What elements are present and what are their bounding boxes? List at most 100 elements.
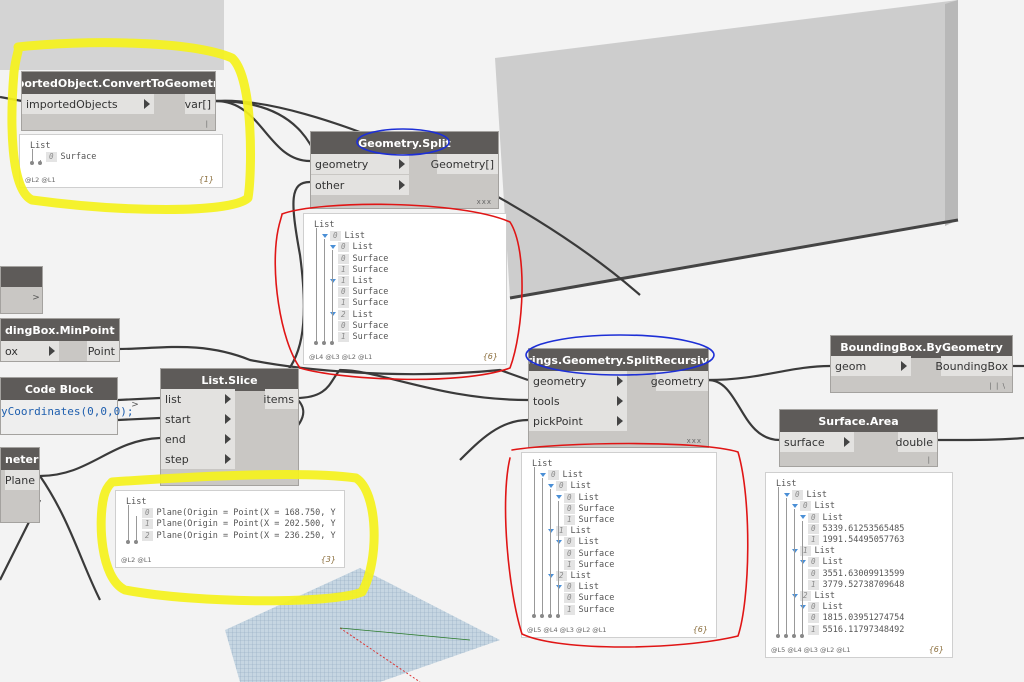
input-port-tools[interactable]: tools	[529, 391, 627, 411]
lacing-indicator: xxx	[686, 437, 702, 445]
item-index: 0	[330, 231, 341, 242]
expand-caret-icon[interactable]	[800, 604, 806, 609]
expand-caret-icon[interactable]	[330, 244, 336, 249]
expand-caret-icon[interactable]	[556, 584, 562, 589]
item-text: List	[822, 557, 843, 568]
input-port-end[interactable]: end	[161, 429, 235, 449]
input-port-start[interactable]: start	[161, 409, 235, 429]
port-label: end	[165, 432, 186, 446]
node-list-slice[interactable]: List.Slice list start end step items	[160, 368, 299, 486]
preview-rect-topleft	[0, 0, 224, 70]
node-title[interactable]: ImportedObject.ConvertToGeometries	[22, 72, 215, 94]
expand-caret-icon[interactable]	[330, 312, 336, 317]
expand-caret-icon[interactable]	[540, 472, 546, 477]
input-port-list[interactable]: list	[161, 389, 235, 409]
node-title[interactable]: Code Block	[1, 378, 117, 400]
item-text: List	[562, 470, 583, 481]
node-title[interactable]: dingBox.MinPoint	[1, 319, 119, 341]
chevron-right-icon	[901, 361, 907, 371]
code-editor[interactable]: yCoordinates(0,0,0);	[1, 400, 133, 434]
node-partial-parameter[interactable]: neter Plane	[0, 447, 40, 523]
output-port-items[interactable]: items	[263, 389, 298, 409]
output-port-point[interactable]: Point	[87, 341, 119, 361]
item-index: 0	[338, 253, 349, 264]
item-count: {1}	[198, 175, 214, 184]
expand-caret-icon[interactable]	[556, 539, 562, 544]
input-port-box[interactable]: ox	[1, 341, 59, 361]
expand-caret-icon[interactable]	[322, 233, 328, 238]
node-title[interactable]: List.Slice	[161, 369, 298, 391]
input-port-pickpoint[interactable]: pickPoint	[529, 411, 627, 431]
node-boundingbox-bygeometry[interactable]: BoundingBox.ByGeometry geom BoundingBox …	[830, 335, 1013, 393]
output-port-geometry-array[interactable]: Geometry[]	[431, 154, 498, 174]
node-title[interactable]: neter	[1, 448, 39, 470]
chevron-right-icon[interactable]: >	[131, 400, 139, 410]
item-text: List	[776, 479, 797, 489]
output-port-double[interactable]: double	[896, 432, 937, 452]
tree-guide-line	[556, 500, 560, 618]
item-index: 2	[338, 309, 349, 320]
expand-caret-icon[interactable]	[800, 515, 806, 520]
expand-caret-icon[interactable]	[792, 593, 798, 598]
input-port-other[interactable]: other	[311, 175, 409, 195]
node-springs-splitrecursively[interactable]: Springs.Geometry.SplitRecursively geomet…	[528, 348, 709, 448]
expand-caret-icon[interactable]	[800, 559, 806, 564]
node-surface-area[interactable]: Surface.Area surface double |	[779, 409, 938, 467]
node-geometry-split[interactable]: Geometry.Split geometry other Geometry[]…	[310, 131, 499, 209]
node-code-block[interactable]: Code Block yCoordinates(0,0,0); >	[0, 377, 139, 435]
input-port-importedobjects[interactable]: importedObjects	[22, 94, 154, 114]
item-text: Surface	[578, 559, 615, 570]
node-imported-object[interactable]: ImportedObject.ConvertToGeometries impor…	[21, 71, 216, 131]
input-port-geometry[interactable]: geometry	[311, 154, 409, 174]
expand-caret-icon[interactable]	[784, 492, 790, 497]
output-port-geometry[interactable]: geometry	[651, 371, 708, 391]
expand-caret-icon[interactable]	[548, 483, 554, 488]
output-port-plane[interactable]: Plane	[5, 470, 39, 490]
expand-caret-icon[interactable]	[548, 573, 554, 578]
expand-caret-icon[interactable]	[792, 503, 798, 508]
tree-root-list: List	[314, 220, 334, 230]
expand-caret-icon[interactable]	[548, 528, 554, 533]
expand-caret-icon[interactable]	[330, 278, 336, 283]
item-text: Plane(Origin = Point(X = 236.250, Y	[156, 530, 336, 541]
node-partial-left[interactable]: >	[0, 266, 43, 314]
chevron-right-icon[interactable]: >	[32, 293, 40, 303]
port-label: importedObjects	[26, 97, 118, 111]
node-title[interactable]: Geometry.Split	[311, 132, 498, 154]
node-title[interactable]: BoundingBox.ByGeometry	[831, 336, 1012, 358]
node-boundingbox-minpoint[interactable]: dingBox.MinPoint ox Point	[0, 318, 120, 362]
node-title[interactable]: Surface.Area	[780, 410, 937, 432]
input-port-step[interactable]: step	[161, 449, 235, 469]
tree-guide-line	[532, 467, 536, 618]
output-port-boundingbox[interactable]: BoundingBox	[935, 356, 1012, 376]
item-index: 0	[338, 242, 349, 253]
expand-caret-icon[interactable]	[792, 548, 798, 553]
expand-caret-icon[interactable]	[556, 495, 562, 500]
input-port-geom[interactable]: geom	[831, 356, 911, 376]
output-port-var[interactable]: var[]	[185, 94, 215, 114]
input-port-geometry[interactable]: geometry	[529, 371, 627, 391]
input-port-surface[interactable]: surface	[780, 432, 854, 452]
node-title[interactable]: Springs.Geometry.SplitRecursively	[529, 349, 708, 371]
